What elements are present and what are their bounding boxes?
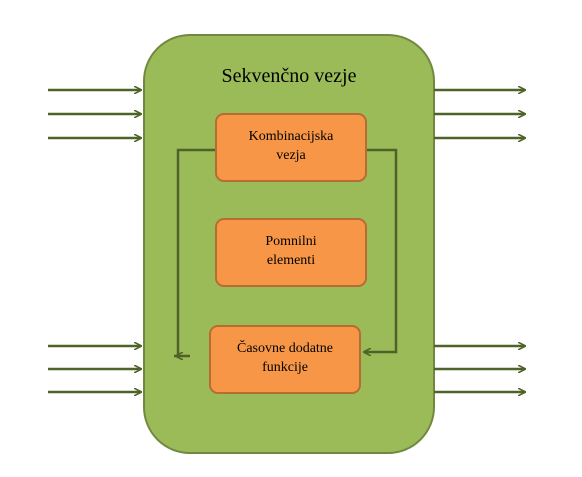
feedback-arrow-right	[364, 148, 398, 352]
timing-block-box	[209, 325, 361, 394]
timing-block-label-line2: funkcije	[262, 360, 308, 375]
diagram-title: Sekvenčno vezje	[222, 65, 357, 87]
memory-elements-block: Pomnilni elementi	[215, 218, 367, 287]
combinational-circuits-block: Kombinacijska vezja	[215, 113, 367, 182]
memory-block-label-line2: elementi	[267, 253, 315, 268]
combinational-block-label-line2: vezja	[276, 148, 306, 163]
timing-block-label-line1: Časovne dodatne	[237, 339, 333, 356]
memory-block-label-line1: Pomnilni	[265, 234, 316, 249]
timing-functions-block: Časovne dodatne funkcije	[209, 325, 361, 394]
input-arrows-top	[48, 90, 141, 138]
output-arrows-bottom	[434, 346, 525, 392]
combinational-block-box	[215, 113, 367, 182]
combinational-block-label-line1: Kombinacijska	[249, 129, 335, 144]
input-arrows-bottom	[48, 346, 141, 392]
output-arrows-top	[434, 90, 525, 138]
memory-block-box	[215, 218, 367, 287]
